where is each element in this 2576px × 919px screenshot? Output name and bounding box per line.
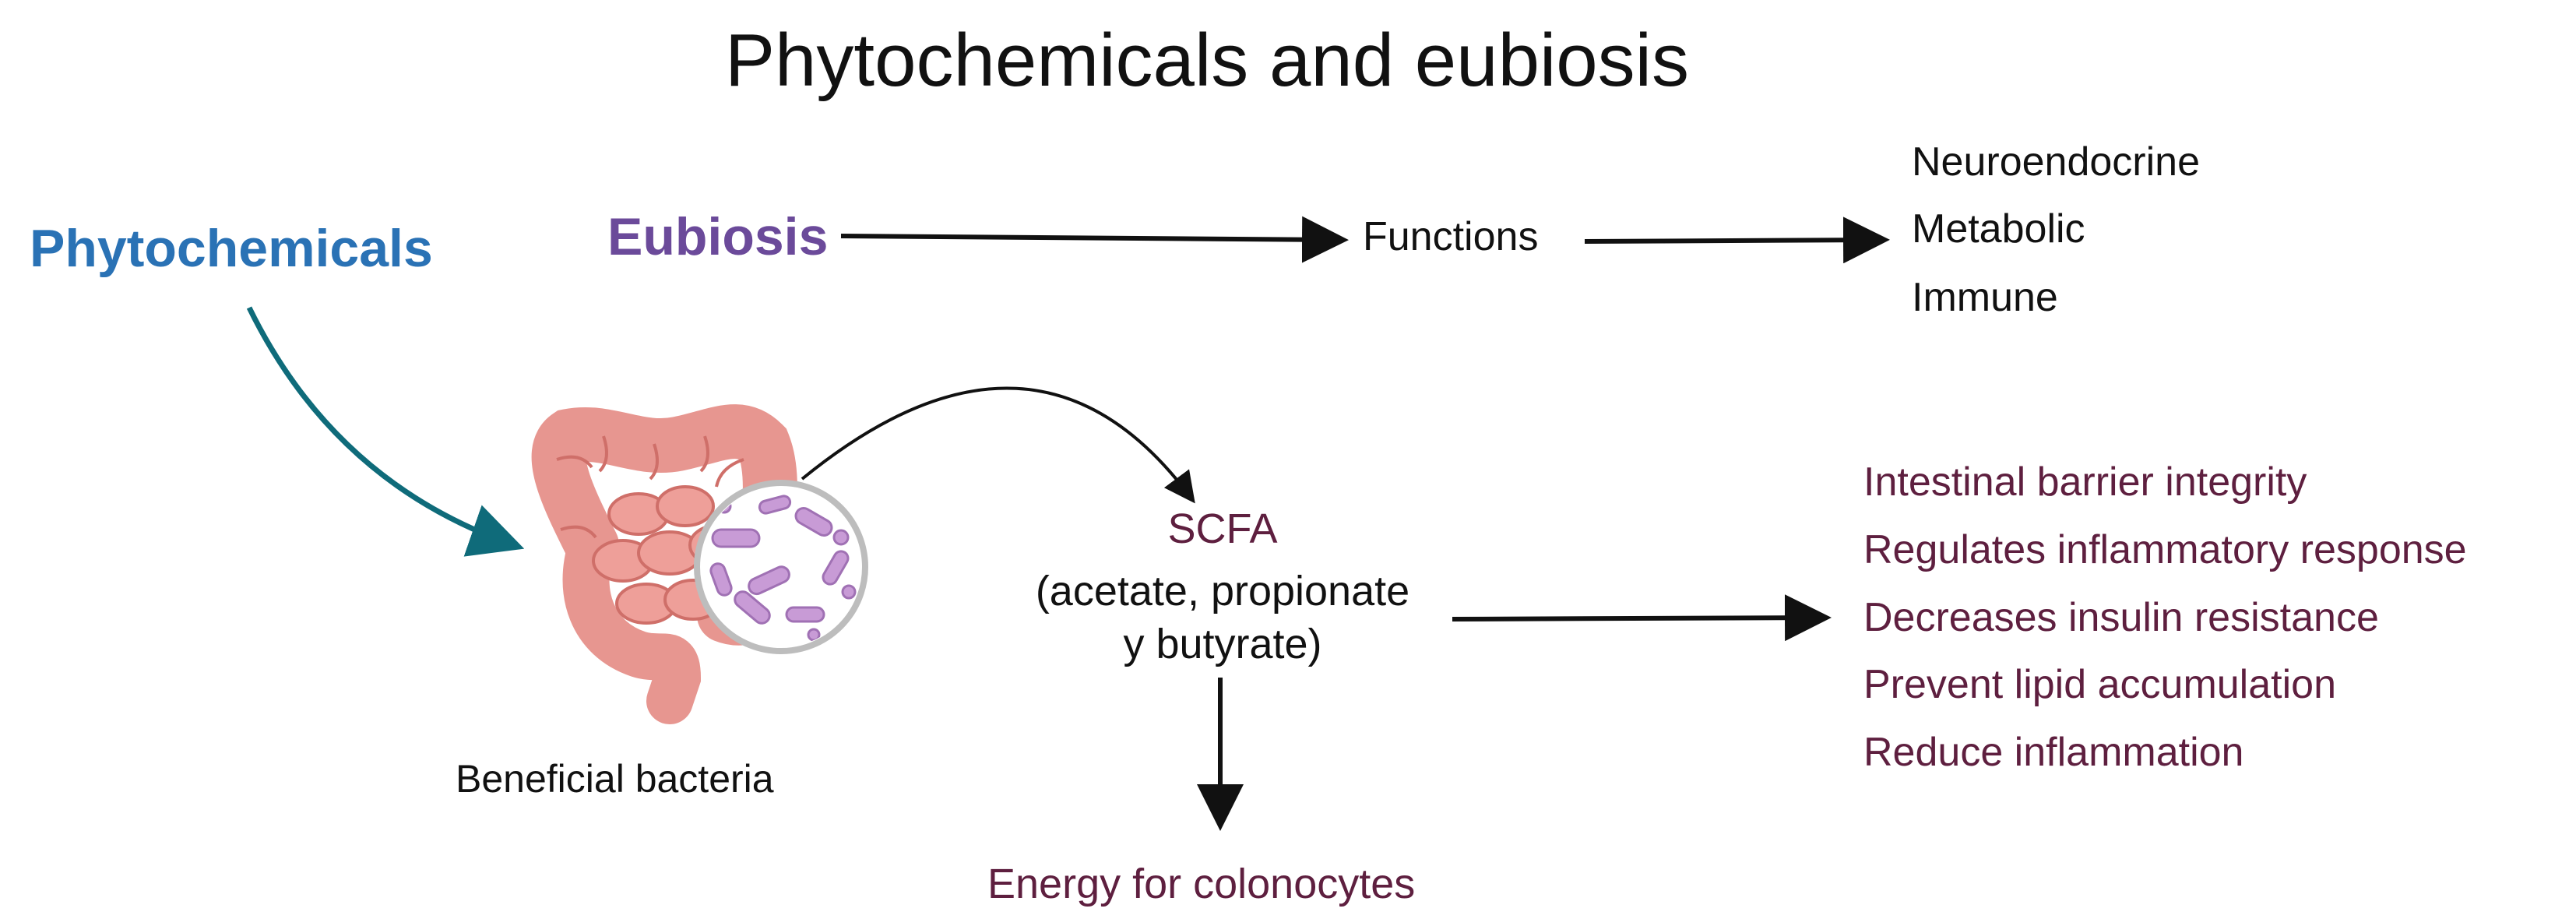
function-item-metabolic: Metabolic — [1912, 206, 2085, 252]
function-item-neuroendocrine: Neuroendocrine — [1912, 139, 2201, 185]
scfa-detail-line1: (acetate, propionate — [1035, 568, 1410, 614]
arrow-functions-to-list — [1584, 217, 1890, 264]
phytochemicals-label: Phytochemicals — [30, 219, 433, 278]
effect-item: Decreases insulin resistance — [1863, 595, 2379, 640]
arrow-phytochemicals-to-gut — [246, 306, 525, 557]
effect-item: Reduce inflammation — [1863, 730, 2244, 775]
bacteria-lens-icon — [694, 480, 868, 654]
function-item-immune: Immune — [1912, 275, 2058, 320]
energy-label: Energy for colonocytes — [987, 861, 1416, 907]
scfa-label: SCFA — [1167, 505, 1278, 552]
functions-label: Functions — [1363, 214, 1539, 259]
arrow-eubiosis-to-functions — [840, 216, 1349, 263]
scfa-detail-line2: y butyrate) — [1123, 621, 1322, 667]
beneficial-bacteria-label: Beneficial bacteria — [456, 757, 774, 801]
eubiosis-label: Eubiosis — [607, 207, 829, 266]
effect-item: Prevent lipid accumulation — [1863, 662, 2336, 707]
arrow-bacteria-to-scfa — [801, 386, 1195, 504]
page-title: Phytochemicals and eubiosis — [724, 19, 1689, 102]
arrow-scfa-to-effects — [1452, 594, 1832, 642]
effect-item: Intestinal barrier integrity — [1863, 460, 2307, 505]
effect-item: Regulates inflammatory response — [1863, 527, 2467, 572]
